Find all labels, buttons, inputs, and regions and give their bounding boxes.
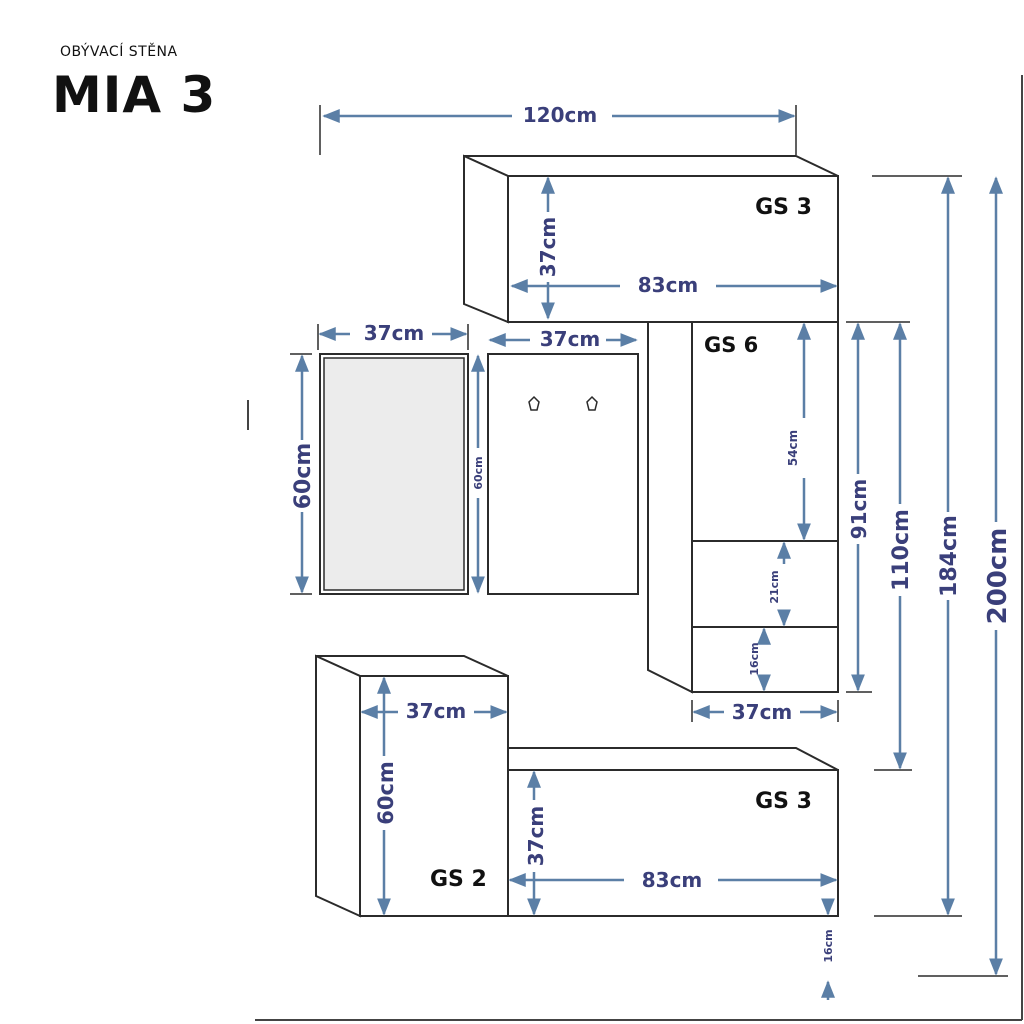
top-gs3-width-label: 83cm <box>638 273 699 297</box>
hanger-width-label: 37cm <box>540 327 601 351</box>
mirror-panel <box>319 353 469 595</box>
height-110-label: 110cm <box>889 509 914 591</box>
gs2-label: GS 2 <box>430 867 487 892</box>
frame-edges <box>247 75 1023 1021</box>
hook-icon <box>528 395 540 411</box>
height-200-label: 200cm <box>983 528 1013 625</box>
subtitle: OBÝVACÍ STĚNA <box>60 44 178 60</box>
gs6-width-label: 37cm <box>732 700 793 724</box>
extension-lines <box>290 105 1008 977</box>
hook-icon <box>586 395 598 411</box>
height-184-label: 184cm <box>937 515 962 597</box>
gs2-height-label: 60cm <box>374 761 398 825</box>
floor-gap-label: 16cm <box>822 929 835 962</box>
mirror-height-label: 60cm <box>291 443 316 510</box>
dimension-arrows <box>295 109 1003 1000</box>
gs2-width-label: 37cm <box>406 699 467 723</box>
hanger-height-label: 60cm <box>472 456 485 489</box>
bottom-gs3-label: GS 3 <box>755 789 812 814</box>
gs6-middle-label: 21cm <box>768 570 781 603</box>
overall-width-label: 120cm <box>523 103 597 127</box>
bottom-gs3-cabinet <box>507 747 839 917</box>
top-gs3-cabinet <box>463 154 839 324</box>
gs6-cabinet <box>647 321 839 694</box>
hanger-panel <box>487 353 639 595</box>
bottom-gs3-width-label: 83cm <box>642 868 703 892</box>
gs6-label: GS 6 <box>704 333 758 357</box>
gs6-lower-label: 16cm <box>748 642 761 675</box>
mirror-width-label: 37cm <box>364 321 425 345</box>
page-title: MIA 3 <box>52 66 217 124</box>
top-gs3-label: GS 3 <box>755 195 812 220</box>
gs6-upper-label: 54cm <box>786 430 800 466</box>
top-gs3-height-label: 37cm <box>536 217 560 278</box>
gs6-total-label: 91cm <box>847 479 871 540</box>
bottom-gs3-height-label: 37cm <box>524 806 548 867</box>
